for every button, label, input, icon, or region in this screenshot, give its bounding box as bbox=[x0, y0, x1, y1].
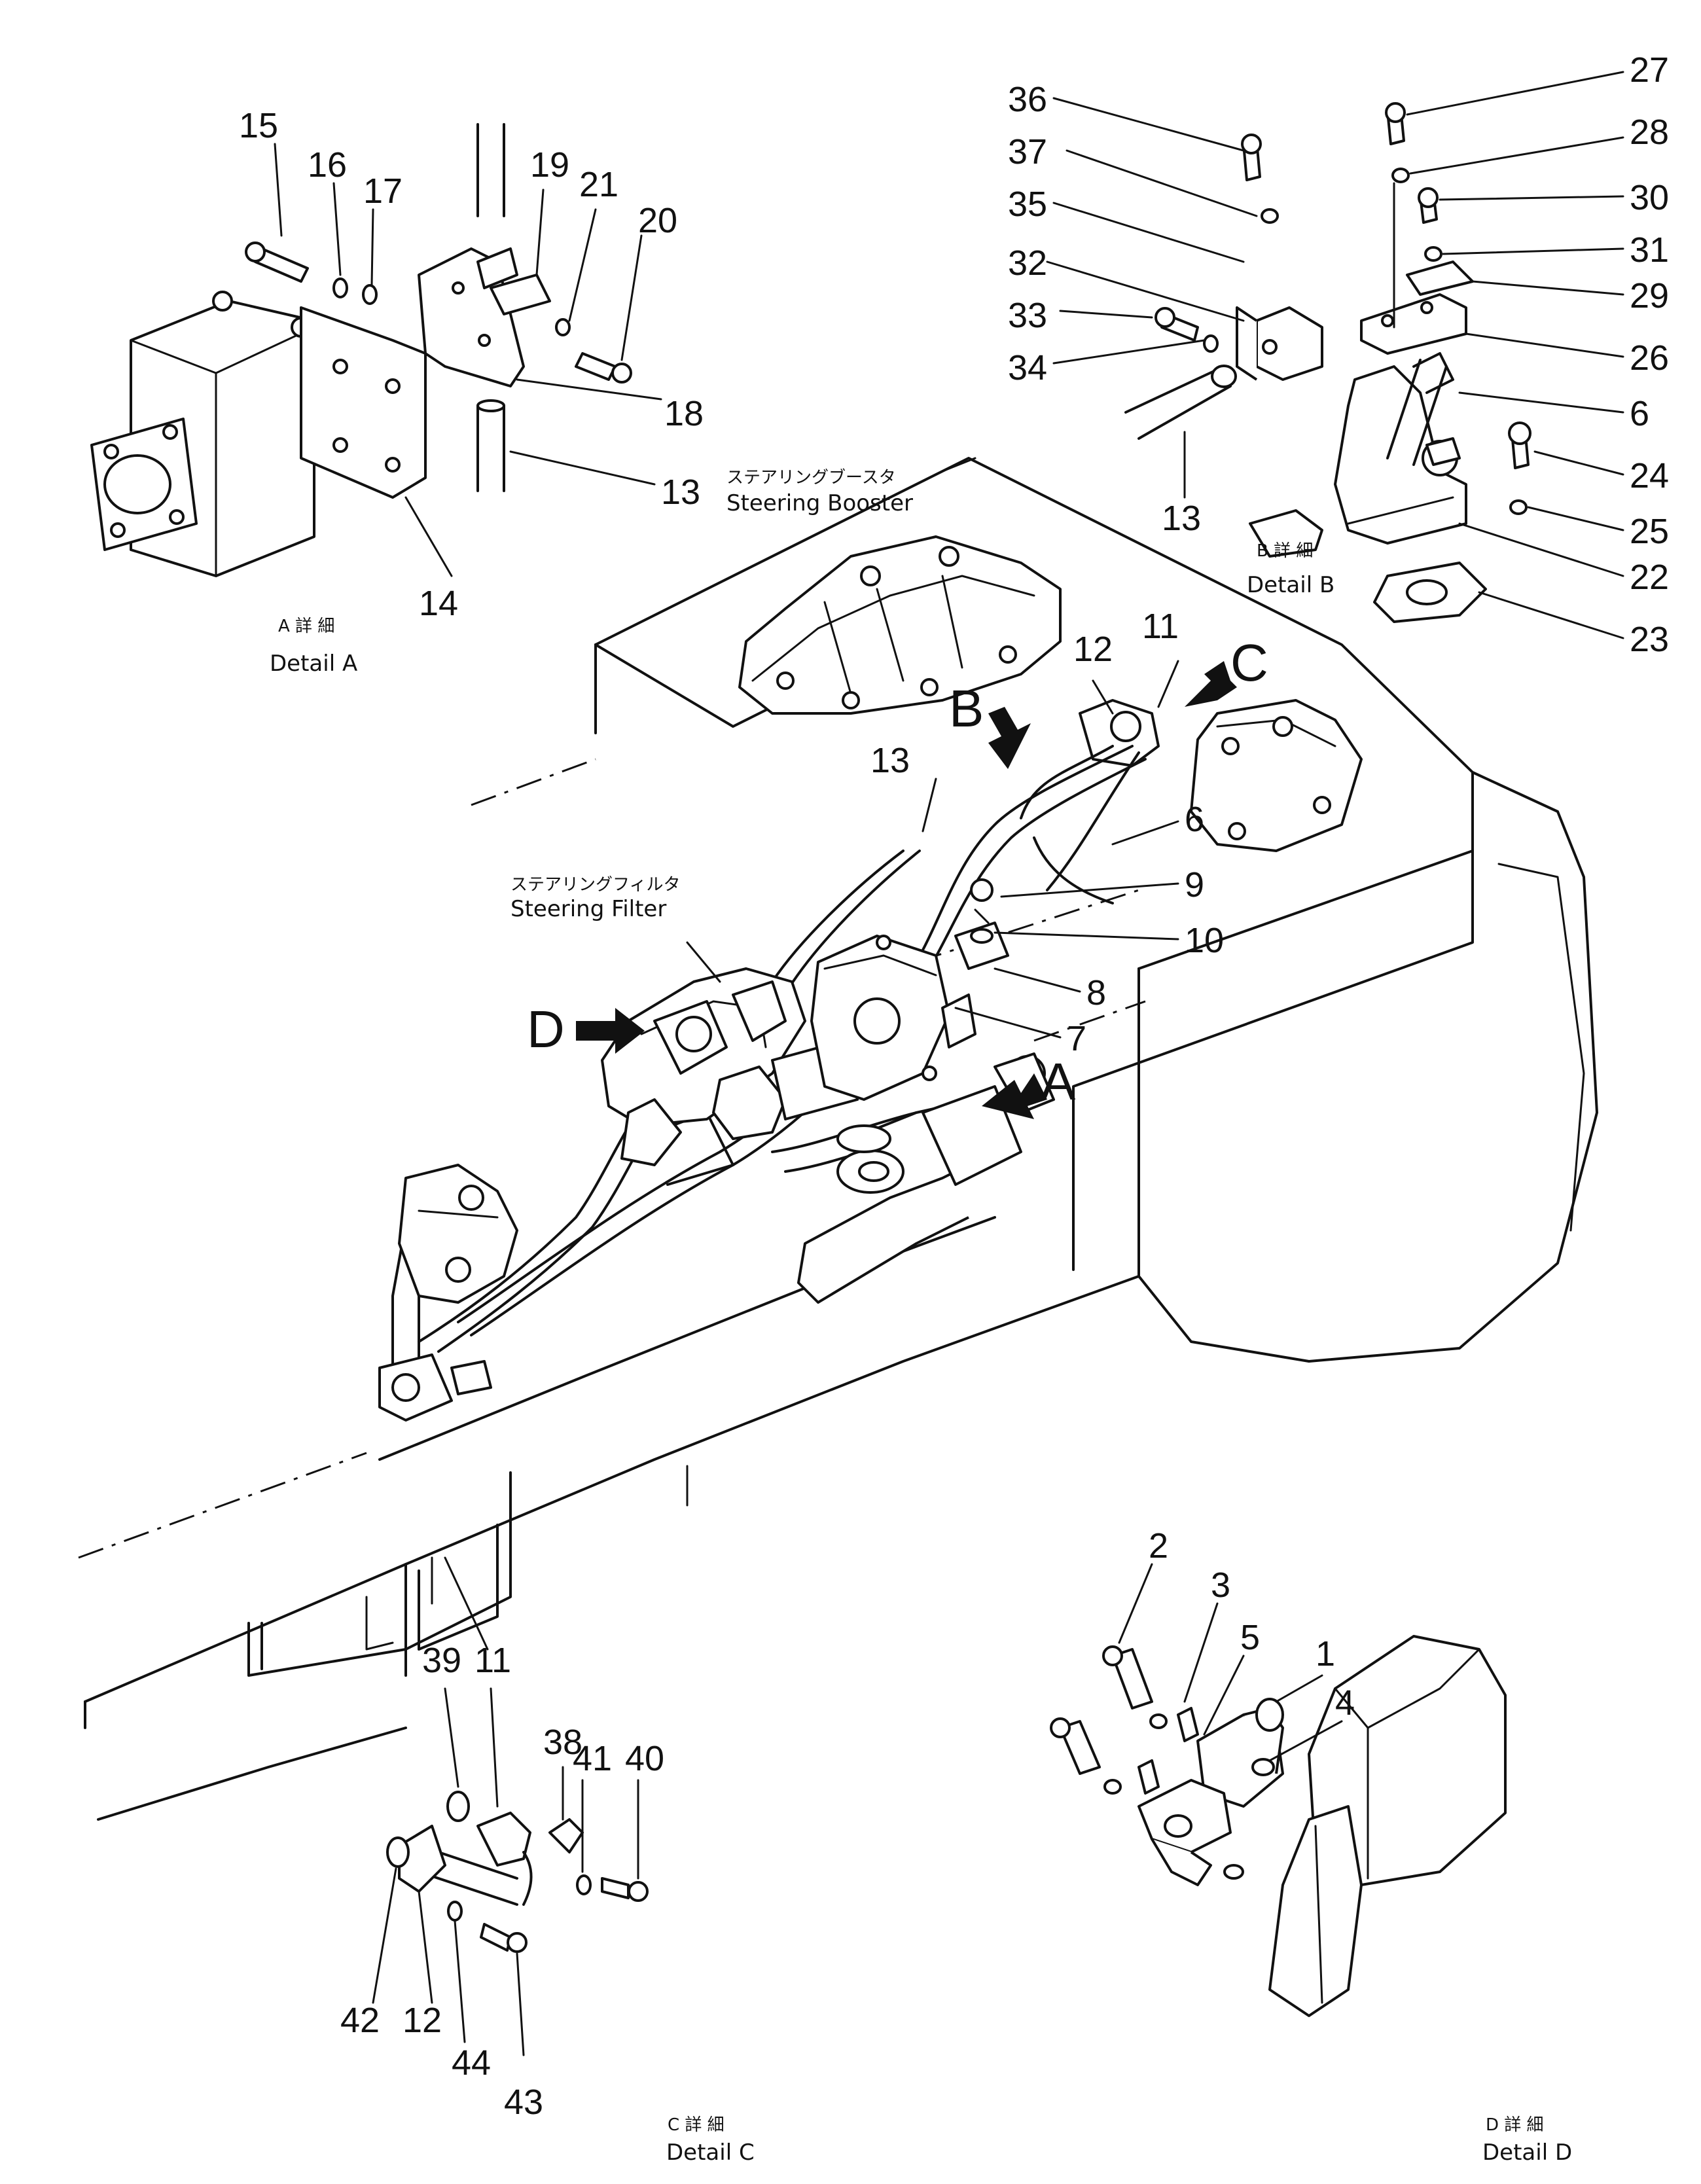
part-number: 40 bbox=[625, 1739, 664, 1778]
part-number: 10 bbox=[1185, 921, 1224, 960]
part-number: 17 bbox=[363, 171, 403, 211]
part-number: 15 bbox=[239, 106, 278, 145]
part-number: 13 bbox=[870, 741, 910, 780]
detail-a-caption: Detail A bbox=[270, 651, 357, 677]
steering-booster bbox=[738, 535, 1062, 715]
part-number: 31 bbox=[1630, 230, 1669, 270]
tube-bracket bbox=[954, 878, 1009, 970]
part-number: 20 bbox=[638, 201, 677, 240]
part-number: 28 bbox=[1630, 113, 1669, 152]
part-number: 14 bbox=[419, 584, 458, 623]
detail-c-caption: Detail C bbox=[666, 2139, 755, 2166]
suction-pipe bbox=[797, 1052, 1055, 1304]
detail-d bbox=[1050, 1635, 1507, 2017]
detail-b-caption-jp: B 詳 細 bbox=[1257, 541, 1313, 561]
part-number: 29 bbox=[1630, 276, 1669, 315]
detail-a-caption-jp: A 詳 細 bbox=[278, 617, 334, 636]
arrow-b-icon bbox=[988, 707, 1031, 769]
part-numbers: 15 16 17 19 21 20 18 13 14 36 37 35 32 3… bbox=[239, 50, 1669, 2122]
detail-c bbox=[386, 1791, 649, 1953]
part-number: 2 bbox=[1149, 1526, 1168, 1566]
part-number: 22 bbox=[1630, 558, 1669, 597]
booster-caption: Steering Booster bbox=[726, 490, 913, 516]
part-number: 6 bbox=[1630, 394, 1649, 433]
part-number: 43 bbox=[504, 2083, 543, 2122]
part-number: 33 bbox=[1008, 296, 1047, 335]
filter-caption: Steering Filter bbox=[510, 896, 666, 922]
detail-c-caption-jp: C 詳 細 bbox=[668, 2115, 725, 2135]
part-number: 35 bbox=[1008, 185, 1047, 224]
pump-assembly bbox=[378, 1164, 518, 1422]
arrow-d-icon bbox=[576, 1008, 645, 1054]
part-number: 1 bbox=[1316, 1634, 1335, 1674]
view-letters: D B C A bbox=[527, 634, 1268, 1111]
filter-caption-jp: ステアリングフィルタ bbox=[510, 875, 680, 895]
part-number: 21 bbox=[579, 165, 618, 204]
part-number: 42 bbox=[340, 2001, 380, 2040]
arrow-a-icon bbox=[982, 1073, 1047, 1119]
part-number: 26 bbox=[1630, 338, 1669, 378]
detail-a bbox=[90, 123, 632, 577]
part-number: 39 bbox=[422, 1641, 461, 1680]
part-number: 13 bbox=[1162, 499, 1201, 538]
part-number: 11 bbox=[474, 1641, 511, 1680]
detail-b bbox=[1124, 102, 1531, 623]
booster-caption-jp: ステアリングブースタ bbox=[726, 468, 896, 488]
part-number: 23 bbox=[1630, 620, 1669, 659]
view-letter-a: A bbox=[1041, 1052, 1076, 1111]
part-number: 24 bbox=[1630, 456, 1669, 495]
detail-d-caption-jp: D 詳 細 bbox=[1486, 2115, 1544, 2135]
view-letter-c: C bbox=[1230, 634, 1268, 692]
view-letter-b: B bbox=[949, 679, 984, 738]
arrow-c-icon bbox=[1185, 661, 1237, 707]
part-number: 18 bbox=[664, 394, 704, 433]
part-number: 4 bbox=[1335, 1683, 1355, 1723]
view-letter-d: D bbox=[527, 1000, 565, 1058]
part-number: 13 bbox=[661, 473, 700, 512]
part-number: 27 bbox=[1630, 50, 1669, 90]
part-number: 7 bbox=[1067, 1019, 1086, 1058]
leader-lines bbox=[274, 71, 1624, 2056]
part-number: 41 bbox=[573, 1739, 612, 1778]
steering-filter bbox=[601, 935, 976, 1166]
chassis-frame bbox=[78, 457, 1598, 1821]
detail-d-caption: Detail D bbox=[1482, 2139, 1572, 2166]
part-number: 44 bbox=[452, 2043, 491, 2083]
part-number: 12 bbox=[403, 2001, 442, 2040]
part-number: 16 bbox=[308, 145, 347, 185]
part-number: 9 bbox=[1185, 865, 1204, 904]
part-number: 11 bbox=[1142, 607, 1179, 646]
part-number: 5 bbox=[1240, 1618, 1260, 1657]
steering-booster-mounted bbox=[1079, 699, 1363, 852]
part-number: 19 bbox=[530, 145, 569, 185]
part-number: 37 bbox=[1008, 132, 1047, 171]
part-number: 30 bbox=[1630, 178, 1669, 217]
detail-b-caption: Detail B bbox=[1247, 572, 1334, 598]
part-number: 12 bbox=[1073, 630, 1113, 669]
captions: ステアリングブースタ Steering Booster ステアリングフィルタ S… bbox=[270, 468, 1572, 2166]
part-number: 25 bbox=[1630, 512, 1669, 551]
part-number: 38 bbox=[543, 1723, 582, 1762]
part-number: 34 bbox=[1008, 348, 1047, 387]
part-number: 6 bbox=[1185, 800, 1204, 839]
part-number: 32 bbox=[1008, 243, 1047, 283]
view-arrows bbox=[576, 661, 1237, 1119]
part-number: 36 bbox=[1008, 80, 1047, 119]
part-number: 3 bbox=[1211, 1566, 1230, 1605]
part-number: 8 bbox=[1086, 973, 1106, 1012]
